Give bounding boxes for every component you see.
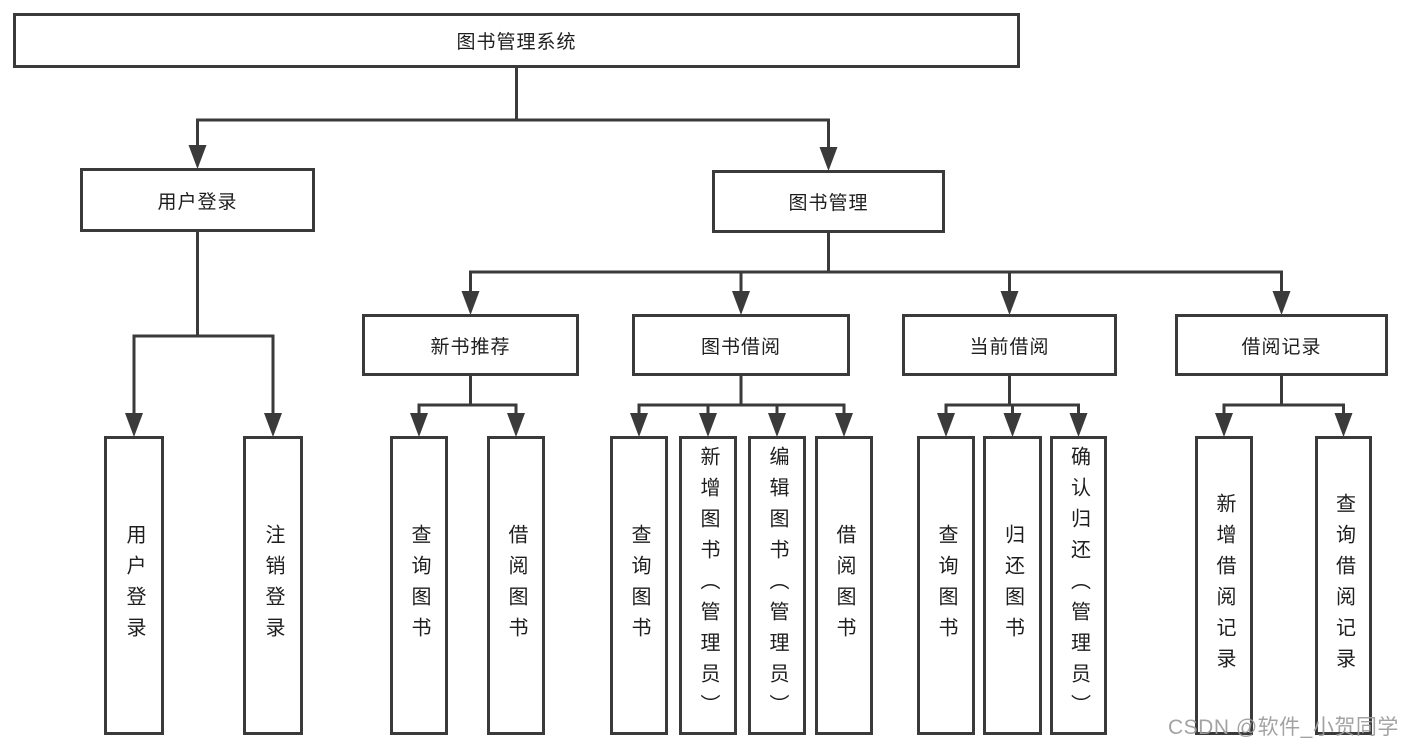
node-leaf-query-books-borrow: 查询图书 <box>610 436 668 735</box>
connector-newbook-to-leaves <box>410 376 525 437</box>
node-current-borrowing: 当前借阅 <box>902 314 1117 376</box>
connector-borrow-to-leaves <box>630 376 853 437</box>
node-leaf-edit-books-admin: 编辑图书（管理员） <box>748 436 806 735</box>
node-leaf-add-borrow-record: 新增借阅记录 <box>1195 436 1253 735</box>
node-user-login: 用户登录 <box>80 168 315 232</box>
node-book-management: 图书管理 <box>712 170 945 233</box>
node-book-borrowing: 图书借阅 <box>632 314 850 376</box>
node-leaf-borrow-books-recommend: 借阅图书 <box>487 436 545 735</box>
connector-current-to-leaves <box>937 376 1088 437</box>
node-new-book-recommend: 新书推荐 <box>362 314 579 376</box>
node-leaf-user-login: 用户登录 <box>104 436 164 735</box>
node-leaf-borrow-books: 借阅图书 <box>815 436 873 735</box>
connector-root-to-level2 <box>188 68 838 171</box>
connector-bookmgmt-to-level3 <box>461 233 1291 315</box>
node-borrowing-records: 借阅记录 <box>1175 314 1388 376</box>
node-root-library-system: 图书管理系统 <box>13 13 1020 68</box>
node-leaf-query-books-recommend: 查询图书 <box>390 436 448 735</box>
connector-records-to-leaves <box>1215 376 1353 437</box>
csdn-watermark: CSDN @软件_小贺同学 <box>1168 716 1399 739</box>
node-leaf-logout: 注销登录 <box>243 436 303 735</box>
node-leaf-return-books: 归还图书 <box>983 436 1042 735</box>
connector-userlogin-to-leaves <box>125 232 282 437</box>
node-leaf-add-books-admin: 新增图书（管理员） <box>679 436 737 735</box>
node-leaf-query-books-current: 查询图书 <box>917 436 975 735</box>
node-leaf-query-borrow-record: 查询借阅记录 <box>1315 436 1372 735</box>
node-leaf-confirm-return-admin: 确认归还（管理员） <box>1050 436 1107 735</box>
